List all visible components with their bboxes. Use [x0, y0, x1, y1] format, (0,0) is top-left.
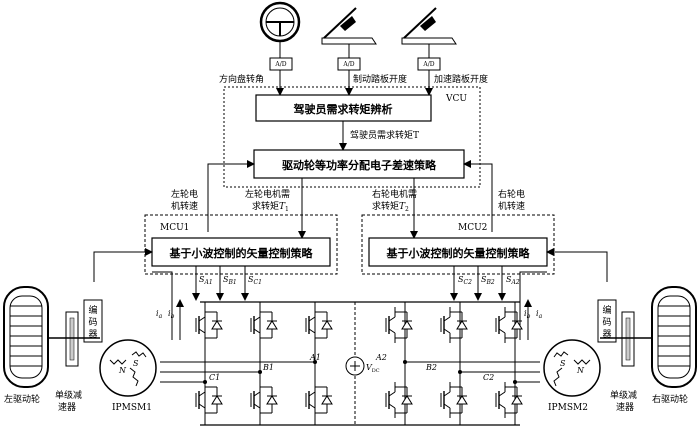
right-wheel [651, 286, 697, 388]
svg-text:编: 编 [602, 304, 611, 316]
ib-right-label: ib [524, 309, 531, 320]
right-torque-label: 右轮电机需 [372, 188, 417, 200]
steering-wheel-icon [259, 1, 301, 43]
sb1-label: SB1 [223, 275, 237, 286]
inverter-bridges [160, 301, 540, 426]
left-speed-label-2: 机转速 [171, 200, 198, 212]
node-a2-label: A2 [375, 353, 387, 362]
mcu2-title: MCU2 [458, 223, 487, 233]
left-speed-label: 左轮电 [171, 188, 198, 200]
differential-strategy-block: 驱动轮等功率分配电子差速策略 [253, 149, 465, 179]
adc-steering: A/D [269, 57, 293, 71]
sc1-label: SC1 [248, 275, 262, 286]
right-speed-label: 右轮电 [498, 188, 525, 200]
mcu2-vector-control-block: 基于小波控制的矢量控制策略 [368, 237, 548, 267]
ia-right-label: ia [536, 309, 543, 320]
vcu-boundary [223, 86, 481, 188]
sa2-label: SA2 [506, 275, 520, 286]
sa1-label: SA1 [199, 275, 213, 286]
mcu1-title: MCU1 [160, 223, 189, 233]
left-reducer-label: 单级减 [55, 389, 82, 401]
brake-pedal-label: 制动踏板开度 [353, 73, 407, 85]
svg-text:A/D: A/D [274, 61, 286, 68]
left-encoder: 编 码 器 [83, 299, 103, 343]
right-reducer-label: 单级减 [610, 389, 637, 401]
right-reducer-label-2: 速器 [616, 402, 634, 413]
sc2-label: SC2 [458, 275, 472, 286]
mcu2-boundary [361, 214, 555, 275]
left-motor-name: IPMSM1 [112, 403, 152, 413]
right-reducer [600, 311, 656, 367]
demand-torque-label: 驾驶员需求转矩T [350, 129, 419, 141]
right-wheel-label: 右驱动轮 [652, 393, 688, 405]
mcu1-boundary [144, 214, 338, 275]
left-motor-ipmsm1 [99, 339, 157, 397]
svg-text:编: 编 [88, 304, 97, 316]
node-c2-label: C2 [483, 373, 494, 382]
left-wheel [3, 286, 49, 388]
svg-text:A/D: A/D [422, 61, 434, 68]
accel-pedal-label: 加速踏板开度 [434, 73, 488, 85]
right-encoder: 编 码 器 [597, 299, 617, 343]
brake-pedal-icon [321, 7, 377, 45]
svg-text:基于小波控制的矢量控制策略: 基于小波控制的矢量控制策略 [386, 246, 531, 260]
torque-analysis-block: 驾驶员需求转矩辨析 [255, 94, 432, 122]
svg-text:器: 器 [88, 329, 97, 340]
ib-left-label: ib [168, 309, 175, 320]
left-motor-n: N [118, 366, 127, 375]
right-torque-label-2: 求转矩T2 [372, 200, 409, 213]
left-motor-s: S [133, 359, 139, 368]
right-speed-label-2: 机转速 [498, 200, 525, 212]
right-motor-s: S [560, 359, 566, 368]
right-motor-name: IPMSM2 [548, 403, 588, 413]
left-wheel-label: 左驱动轮 [4, 393, 40, 405]
vcu-title: VCU [445, 94, 467, 104]
svg-text:码: 码 [602, 317, 611, 328]
node-a1-label: A1 [309, 353, 321, 362]
mcu1-vector-control-block: 基于小波控制的矢量控制策略 [151, 237, 331, 267]
right-motor-ipmsm2 [543, 339, 601, 397]
svg-text:驱动轮等功率分配电子差速策略: 驱动轮等功率分配电子差速策略 [282, 158, 437, 172]
right-motor-n: N [576, 366, 585, 375]
svg-text:码: 码 [88, 317, 97, 328]
vdc-label: VDC [366, 363, 380, 374]
adc-accel: A/D [417, 57, 441, 71]
sb2-label: SB2 [481, 275, 495, 286]
left-torque-label: 左轮电机需 [245, 188, 290, 200]
node-b1-label: B1 [262, 363, 274, 372]
left-reducer [44, 311, 100, 367]
accelerator-pedal-icon [401, 7, 457, 45]
left-reducer-label-2: 速器 [58, 402, 76, 413]
node-c1-label: C1 [209, 373, 220, 382]
adc-brake: A/D [337, 57, 361, 71]
svg-text:驾驶员需求转矩辨析: 驾驶员需求转矩辨析 [293, 102, 393, 116]
left-torque-label-2: 求转矩T1 [252, 200, 289, 213]
dc-bus-source [345, 302, 365, 425]
node-b2-label: B2 [425, 363, 437, 372]
svg-text:基于小波控制的矢量控制策略: 基于小波控制的矢量控制策略 [169, 246, 314, 260]
ia-left-label: ia [156, 309, 163, 320]
svg-text:器: 器 [602, 329, 611, 340]
steering-angle-label: 方向盘转角 [219, 73, 264, 85]
svg-text:A/D: A/D [342, 61, 354, 68]
